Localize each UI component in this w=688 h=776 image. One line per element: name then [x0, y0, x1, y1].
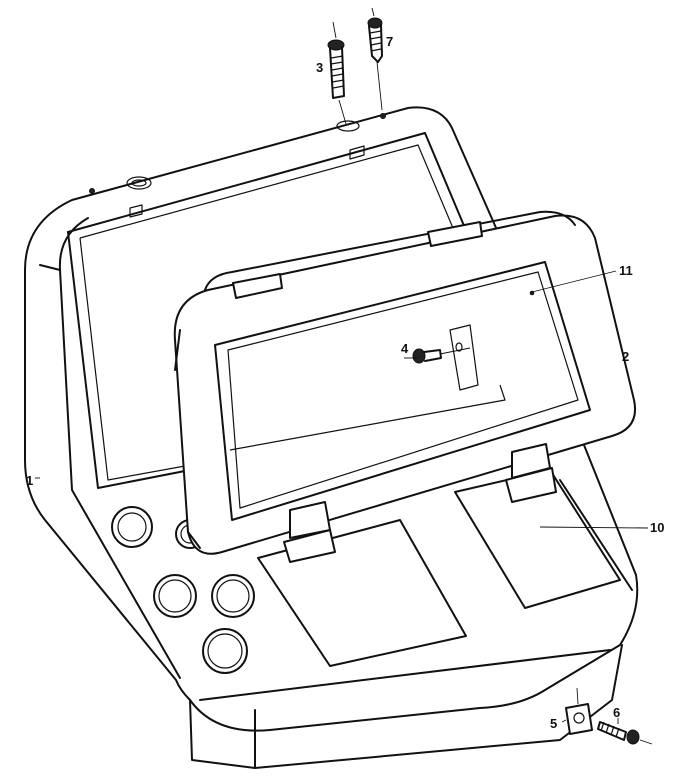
label-2: 2 — [622, 349, 629, 364]
screw-4 — [412, 342, 471, 364]
bezel-frame — [173, 210, 636, 563]
gauge-holes — [111, 506, 255, 674]
label-11: 11 — [619, 263, 633, 278]
label-4: 4 — [401, 341, 409, 356]
label-10: 10 — [650, 520, 664, 535]
label-6: 6 — [613, 705, 620, 720]
label-1: 1 — [26, 473, 33, 488]
clip-5 — [565, 687, 593, 735]
label-3: 3 — [316, 60, 323, 75]
part-labels: 1 2 3 4 5 6 7 10 11 — [26, 34, 664, 731]
leader-lines — [35, 270, 649, 724]
screw-3 — [327, 21, 347, 125]
label-5: 5 — [550, 716, 557, 731]
screw-7 — [367, 7, 383, 111]
label-7: 7 — [386, 34, 393, 49]
screw-6 — [597, 721, 653, 745]
